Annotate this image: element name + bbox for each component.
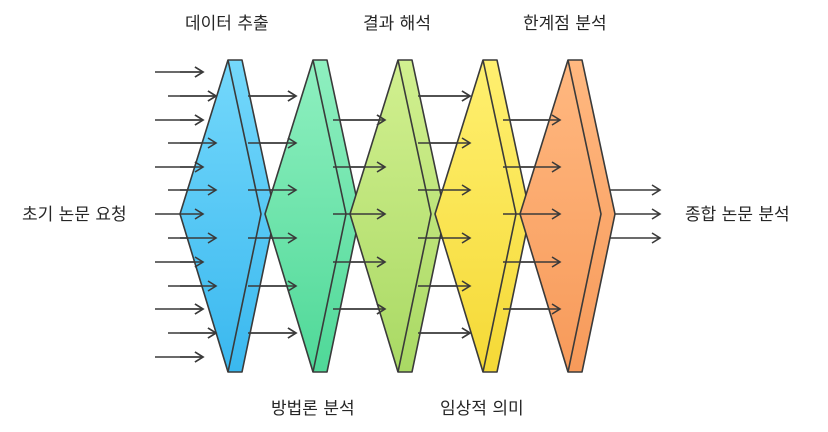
stage-shape bbox=[434, 59, 531, 373]
stage-label-methodology: 방법론 분석 bbox=[271, 399, 355, 419]
stage-label-clinical: 임상적 의미 bbox=[440, 399, 524, 419]
stage-shape bbox=[519, 59, 616, 373]
stage-label-data-extraction: 데이터 추출 bbox=[185, 14, 269, 34]
stage-shape bbox=[264, 59, 361, 373]
stage-label-limitations: 한계점 분석 bbox=[523, 14, 607, 34]
output-label: 종합 논문 분석 bbox=[685, 205, 790, 225]
stage-shape bbox=[179, 59, 276, 373]
input-label: 초기 논문 요청 bbox=[22, 205, 127, 225]
stage-shape bbox=[349, 59, 446, 373]
stage-label-results: 결과 해석 bbox=[363, 14, 431, 34]
